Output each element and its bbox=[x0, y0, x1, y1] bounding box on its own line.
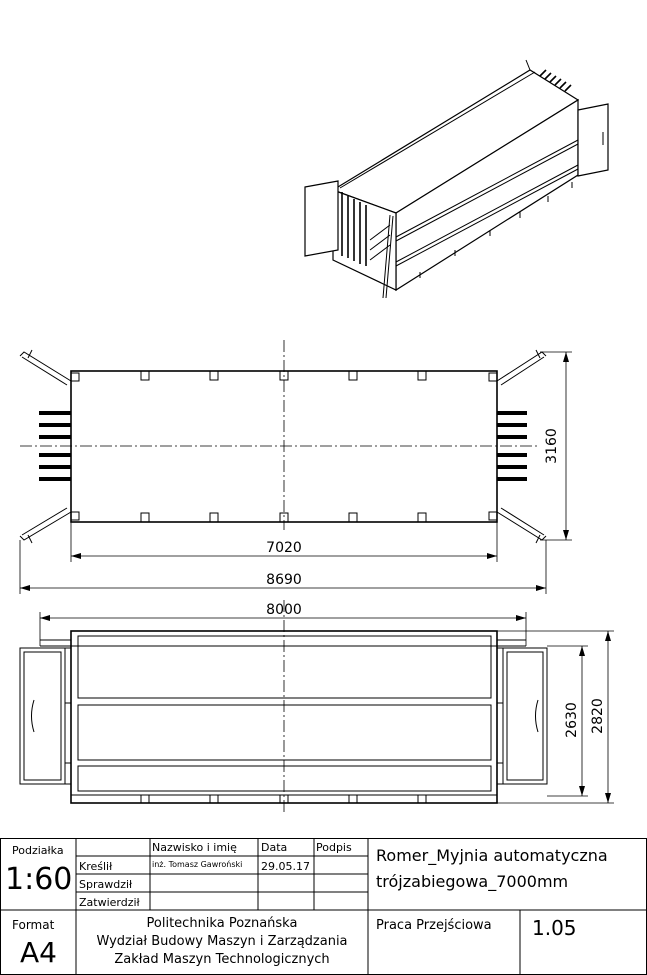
scale-label: Podziałka bbox=[12, 844, 64, 857]
dim-3160 bbox=[540, 351, 572, 541]
drawing-title-line1: Romer_Myjnia automatyczna bbox=[376, 846, 608, 865]
row-approved: Zatwierdził bbox=[79, 896, 140, 909]
dim-text-2630: 2630 bbox=[564, 702, 580, 738]
dim-7020 bbox=[70, 522, 498, 562]
column-date: Data bbox=[261, 841, 288, 854]
plan-bottom-tabs bbox=[140, 512, 427, 523]
sheet-number: 1.05 bbox=[532, 916, 577, 940]
right-door bbox=[577, 103, 609, 177]
dim-text-3160: 3160 bbox=[544, 428, 560, 464]
dim-text-7020: 7020 bbox=[266, 540, 302, 556]
row-drawn: Kreślił bbox=[79, 860, 113, 873]
dim-text-8000: 8000 bbox=[266, 602, 302, 618]
plan-doors bbox=[19, 349, 547, 544]
exit-comb bbox=[539, 69, 572, 92]
dim-2820 bbox=[497, 630, 614, 804]
plan-left-comb bbox=[39, 411, 71, 481]
plan-view bbox=[19, 340, 572, 594]
dim-8690 bbox=[19, 540, 547, 594]
column-name: Nazwisko i imię bbox=[152, 841, 237, 854]
side-feet bbox=[140, 794, 427, 804]
foot-tabs bbox=[419, 182, 573, 278]
title-block: Podziałka 1:60 Nazwisko i imię Data Podp… bbox=[0, 838, 647, 975]
drawn-date: 29.05.17 bbox=[261, 860, 310, 873]
entry-brushes bbox=[341, 192, 391, 266]
left-door bbox=[304, 180, 339, 257]
plan-right-comb bbox=[497, 411, 527, 481]
scale-value: 1:60 bbox=[5, 862, 73, 897]
isometric-view bbox=[304, 59, 609, 299]
format-label: Format bbox=[12, 918, 55, 932]
dim-text-8690: 8690 bbox=[266, 572, 302, 588]
side-view bbox=[19, 600, 614, 812]
drawing-title-line2: trójzabiegowa_7000mm bbox=[376, 872, 569, 891]
work-type: Praca Przejściowa bbox=[376, 918, 492, 933]
dim-text-2820: 2820 bbox=[590, 698, 606, 734]
institution-line2: Wydział Budowy Maszyn i Zarządzania bbox=[96, 934, 348, 949]
column-signature: Podpis bbox=[316, 841, 352, 854]
format-value: A4 bbox=[20, 936, 57, 969]
technical-drawing: 3160 7020 8690 8000 2630 2820 bbox=[19, 59, 614, 812]
dim-2630 bbox=[547, 645, 588, 797]
institution-line1: Politechnika Poznańska bbox=[146, 916, 298, 931]
drawn-by: inż. Tomasz Gawroński bbox=[152, 860, 243, 869]
row-checked: Sprawdził bbox=[79, 878, 133, 891]
plan-top-tabs bbox=[140, 370, 427, 381]
side-left-door bbox=[19, 647, 71, 785]
institution-line3: Zakład Maszyn Technologicznych bbox=[114, 952, 330, 967]
side-right-door bbox=[497, 647, 548, 785]
